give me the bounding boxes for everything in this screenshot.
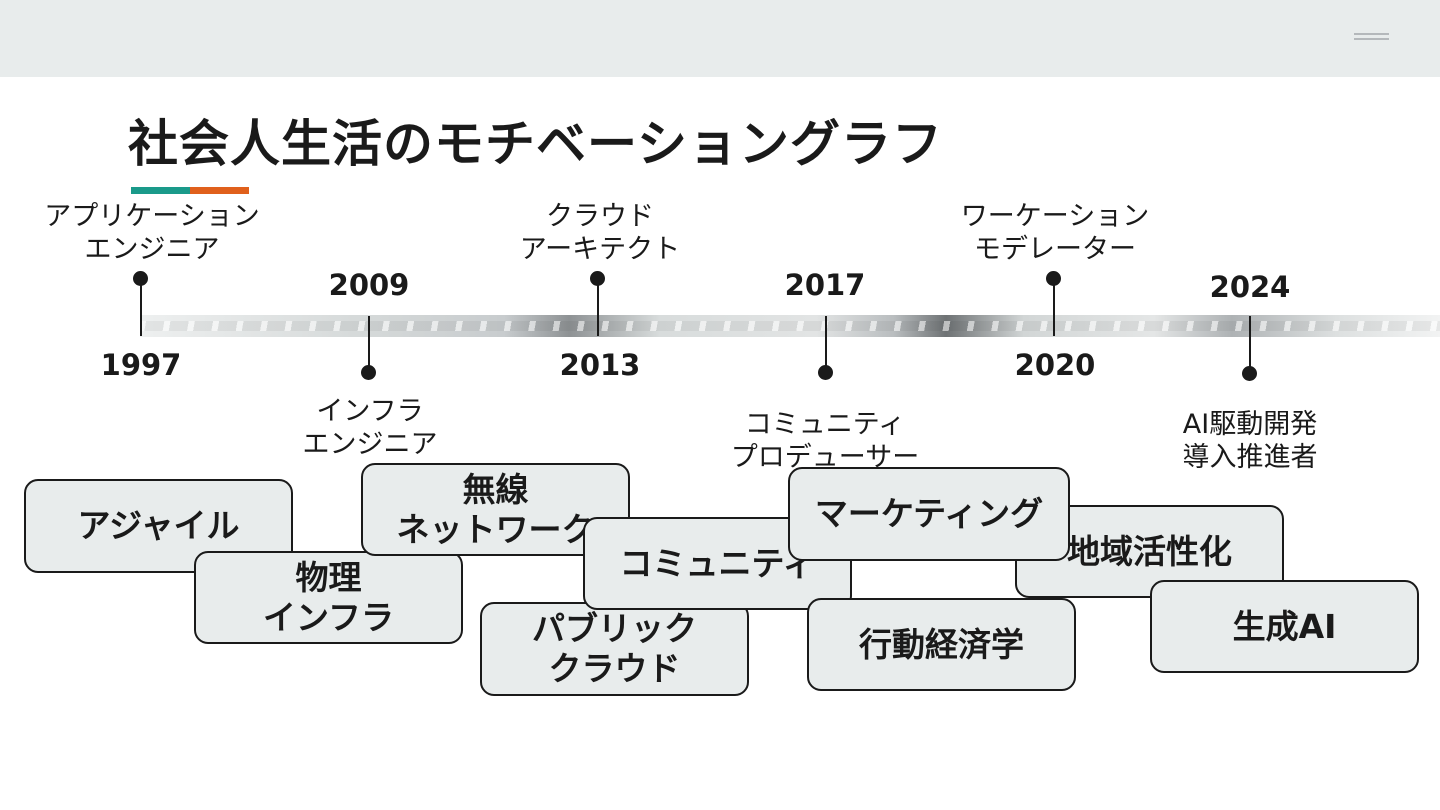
timeline-pin-2013 [597,280,599,336]
timeline-dot-2013 [590,271,605,286]
timeline-dot-2024 [1242,366,1257,381]
year-label-2009: 2009 [328,268,410,302]
role-label-2017: コミュニティプロデューサー [730,409,920,473]
timeline-dot-1997 [133,271,148,286]
tag-physical-infra: 物理インフラ [194,551,463,644]
timeline-dot-2020 [1046,271,1061,286]
tag-community: コミュニティ [583,517,852,610]
timeline-pin-1997 [140,280,142,336]
header-bar [0,0,1440,77]
menu-lines-icon[interactable] [1354,33,1389,45]
timeline-pin-2009 [368,316,370,374]
timeline-dot-2009 [361,365,376,380]
year-label-2024: 2024 [1209,270,1291,304]
tag-behavioral-economics: 行動経済学 [807,598,1076,691]
title-accent-bar [131,187,249,194]
role-label-1997: アプリケーションエンジニア [44,201,260,265]
timeline-band [140,315,1440,337]
page-title: 社会人生活のモチベーショングラフ [128,115,943,173]
timeline-pin-2024 [1249,316,1251,374]
role-label-2020: ワーケーションモデレーター [960,201,1150,265]
role-label-2009: インフラエンジニア [302,396,438,460]
timeline-pin-2017 [825,316,827,374]
timeline-dot-2017 [818,365,833,380]
year-label-2013: 2013 [559,348,641,382]
role-label-2024: AI駆動開発導入推進者 [1182,409,1318,473]
tag-public-cloud: パブリッククラウド [480,602,749,696]
year-label-2020: 2020 [1014,348,1096,382]
tag-generative-ai: 生成AI [1150,580,1419,673]
timeline-pin-2020 [1053,280,1055,336]
role-label-2013: クラウドアーキテクト [519,201,681,265]
year-label-1997: 1997 [100,348,182,382]
year-label-2017: 2017 [784,268,866,302]
tag-marketing: マーケティング [788,467,1070,561]
